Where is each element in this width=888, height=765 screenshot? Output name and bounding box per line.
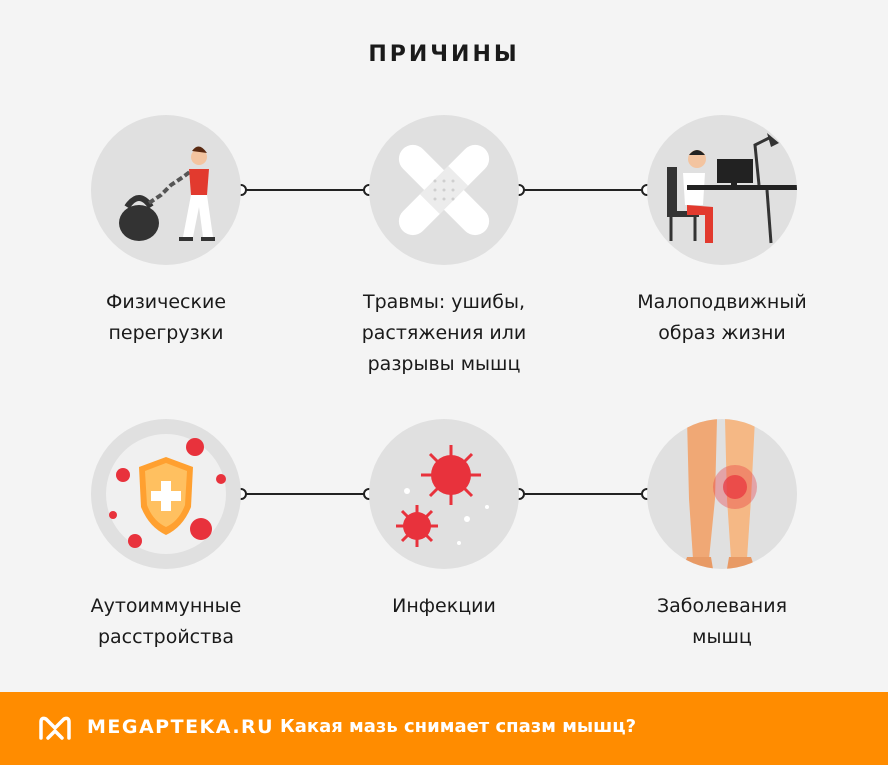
leg-pain-icon [683,419,757,569]
cause-circle-infections [369,419,519,569]
megapteka-logo-icon[interactable] [38,714,72,742]
connector-2-3 [523,189,645,191]
shield-virus-icon [106,434,226,554]
desk-worker-icon [667,133,797,244]
connector-1-2 [245,189,367,191]
cause-label-muscle-disease: Заболевания мышц [656,595,788,648]
cause-circle-sedentary [647,115,797,265]
cause-label-physical-overload: Физические перегрузки [105,291,227,344]
cause-circle-autoimmune [91,419,241,569]
brand-name[interactable]: MEGAPTEKA.RU [87,716,275,738]
cause-circle-trauma [369,115,519,265]
page-title: ПРИЧИНЫ [368,42,520,67]
bandage-icon [398,144,490,236]
cause-label-infections: Инфекции [392,595,496,617]
footer-bar: MEGAPTEKA.RU Какая мазь снимает спазм мы… [0,692,888,765]
virus-icon [396,445,489,547]
cause-label-trauma: Травмы: ушибы, растяжения или разрывы мы… [361,291,527,375]
cause-circle-muscle-disease [647,419,797,569]
article-link[interactable]: Какая мазь снимает спазм мышц? [280,716,637,737]
connector-4-5 [245,493,367,495]
connector-5-6 [523,493,645,495]
kettlebell-chain-icon [119,146,215,241]
cause-label-autoimmune: Аутоиммунные расстройства [90,595,242,648]
cause-circle-physical-overload [91,115,241,265]
cause-label-sedentary: Малоподвижный образ жизни [637,291,807,344]
